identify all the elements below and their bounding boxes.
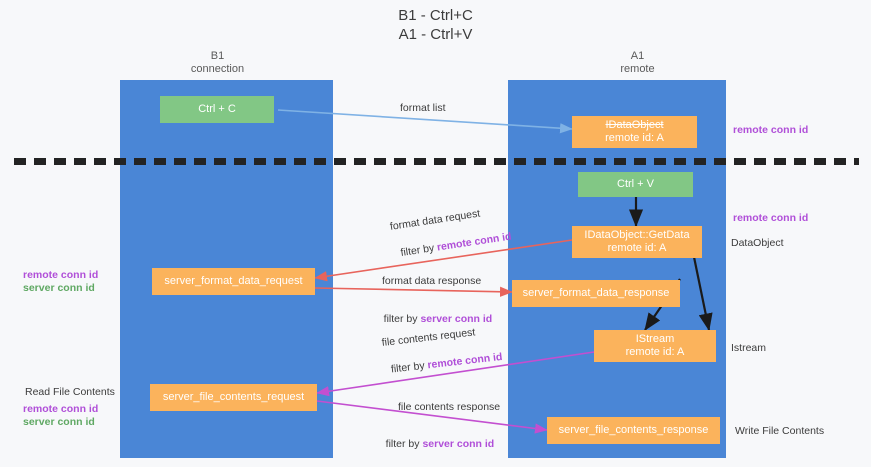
node-server-file-contents-response-label: server_file_contents_response — [558, 424, 709, 436]
filter-key-server-conn-id: server conn id — [420, 313, 493, 325]
page-title: B1 - Ctrl+C A1 - Ctrl+V — [398, 7, 473, 43]
annotation-left-read-file-contents: Read File Contents — [25, 386, 115, 398]
node-idataobject-top-sublabel: remote id: A — [605, 132, 664, 144]
annotation-left-server-conn-id-bottom: server conn id — [23, 416, 95, 428]
annotation-right-dataobject: DataObject — [731, 237, 784, 249]
annotation-left-remote-conn-id-bottom: remote conn id — [23, 403, 99, 415]
node-ctrl-c[interactable]: Ctrl + C — [160, 96, 274, 123]
node-istream-label: IStream — [635, 333, 675, 345]
node-ctrl-v[interactable]: Ctrl + V — [578, 172, 693, 197]
node-server-file-contents-response[interactable]: server_file_contents_response — [547, 417, 720, 444]
node-server-format-data-request-label: server_format_data_request — [164, 275, 303, 287]
edge-format-data-response — [314, 286, 513, 297]
filter-prefix: filter by — [390, 359, 429, 376]
node-idataobject-getdata[interactable]: IDataObject::GetData remote id: A — [572, 226, 702, 258]
filter-prefix: filter by — [385, 438, 423, 450]
filter-prefix: filter by — [383, 313, 421, 325]
node-istream[interactable]: IStream remote id: A — [594, 330, 716, 362]
filter-key-remote-conn-id: remote conn id — [436, 230, 513, 254]
node-ctrl-v-label: Ctrl + V — [617, 178, 654, 190]
node-server-format-data-response[interactable]: server_format_data_response — [512, 280, 680, 307]
node-server-format-data-request[interactable]: server_format_data_request — [152, 268, 315, 295]
annotation-right-remote-conn-id-mid: remote conn id — [733, 212, 809, 224]
filter-prefix: filter by — [399, 241, 438, 259]
column-header-a1: A1 remote — [620, 50, 655, 75]
node-idataobject-top-label: IDataObject — [605, 119, 664, 131]
node-idataobject-getdata-label: IDataObject::GetData — [584, 229, 690, 241]
edge-label-format-data-response-filter: filter by server conn id — [372, 298, 493, 340]
edge-label-format-data-response: format data response — [382, 275, 482, 287]
node-server-format-data-response-label: server_format_data_response — [522, 287, 670, 299]
node-istream-sublabel: remote id: A — [625, 346, 685, 358]
filter-key-remote-conn-id: remote conn id — [426, 350, 503, 372]
node-idataobject-getdata-sublabel: remote id: A — [607, 242, 667, 254]
column-header-b1: B1 connection — [190, 50, 245, 75]
node-server-file-contents-request-label: server_file_contents_request — [162, 391, 305, 403]
filter-key-server-conn-id: server conn id — [422, 438, 495, 450]
node-server-file-contents-request[interactable]: server_file_contents_request — [150, 384, 317, 411]
edge-label-file-contents-response-filter: filter by server conn id — [374, 423, 495, 465]
node-ctrl-c-label: Ctrl + C — [198, 103, 236, 115]
edge-label-format-list: format list — [400, 102, 446, 114]
node-idataobject-top[interactable]: IDataObject remote id: A — [572, 116, 697, 148]
annotation-left-server-conn-id-mid: server conn id — [23, 282, 95, 294]
annotation-left-remote-conn-id-mid: remote conn id — [23, 269, 99, 281]
annotation-right-remote-conn-id-top: remote conn id — [733, 124, 809, 136]
edge-label-file-contents-response: file contents response — [398, 401, 501, 413]
phase-divider — [14, 158, 859, 165]
annotation-right-istream: Istream — [731, 342, 767, 354]
annotation-right-write-file-contents: Write File Contents — [735, 425, 825, 437]
